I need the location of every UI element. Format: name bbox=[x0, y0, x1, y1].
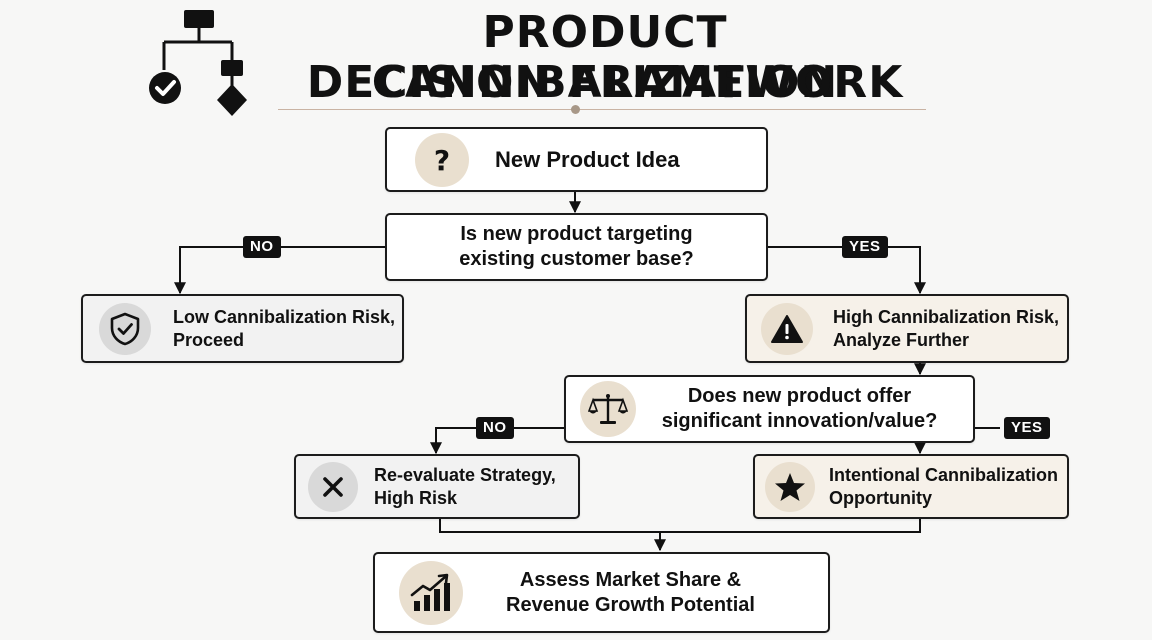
decision-existing-customer-base-label: Is new product targeting existing custom… bbox=[459, 223, 694, 270]
decision-significant-innovation: Does new product offer significant innov… bbox=[564, 375, 975, 443]
edge-label-no-2: NO bbox=[476, 417, 514, 439]
node-intentional-cannibalization-label: Intentional Cannibalization Opportunity bbox=[829, 464, 1058, 508]
node-intentional-cannibalization: Intentional Cannibalization Opportunity bbox=[753, 454, 1069, 519]
node-high-cannibalization-risk: High Cannibalization Risk, Analyze Furth… bbox=[745, 294, 1069, 363]
node-assess-market-share-label: Assess Market Share & Revenue Growth Pot… bbox=[506, 568, 755, 616]
edge-label-no-1: NO bbox=[243, 236, 281, 258]
title-divider bbox=[278, 109, 926, 110]
edge-label-yes-1: YES bbox=[842, 236, 888, 258]
decision-significant-innovation-label: Does new product offer significant innov… bbox=[661, 385, 938, 432]
title-line-2: DECISION FRAMEWORK bbox=[306, 57, 904, 108]
svg-text:?: ? bbox=[434, 145, 450, 175]
flowchart-logo-icon bbox=[149, 10, 247, 116]
title-line-1: PRODUCT CANNIBALIZATION bbox=[371, 7, 839, 108]
x-icon bbox=[308, 461, 358, 512]
node-high-cannibalization-risk-label: High Cannibalization Risk, Analyze Furth… bbox=[833, 306, 1060, 350]
warning-icon bbox=[761, 302, 813, 355]
star-icon bbox=[765, 461, 815, 512]
node-reevaluate-strategy: Re-evaluate Strategy, High Risk bbox=[294, 454, 580, 519]
shield-check-icon bbox=[99, 302, 151, 355]
node-low-cannibalization-risk: Low Cannibalization Risk, Proceed bbox=[81, 294, 404, 363]
decision-existing-customer-base: Is new product targeting existing custom… bbox=[385, 213, 768, 281]
edge-label-yes-2: YES bbox=[1004, 417, 1050, 439]
scales-icon bbox=[580, 381, 636, 437]
growth-chart-icon bbox=[399, 560, 463, 625]
title-divider-dot bbox=[571, 105, 580, 114]
node-assess-market-share: Assess Market Share & Revenue Growth Pot… bbox=[373, 552, 830, 633]
node-new-product-idea-label: New Product Idea bbox=[495, 146, 680, 172]
node-reevaluate-strategy-label: Re-evaluate Strategy, High Risk bbox=[374, 464, 556, 508]
question-mark-icon: ? bbox=[415, 132, 469, 187]
node-low-cannibalization-risk-label: Low Cannibalization Risk, Proceed bbox=[173, 306, 396, 350]
node-new-product-idea: ? New Product Idea bbox=[385, 127, 768, 192]
